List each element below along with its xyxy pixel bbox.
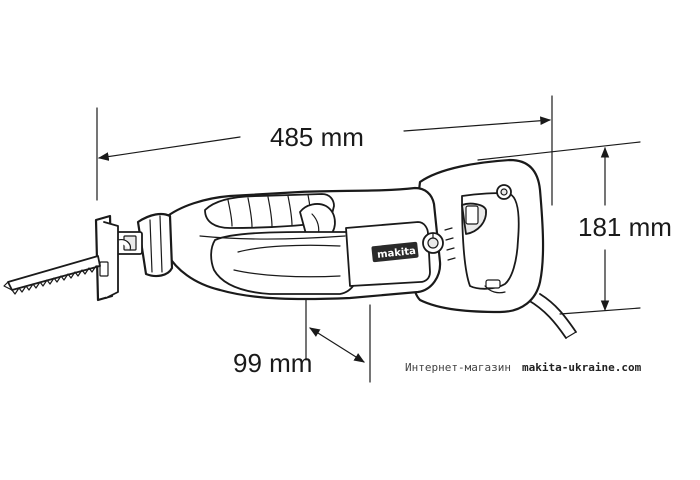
watermark: Интернет-магазин makita-ukraine.com (405, 361, 642, 374)
reciprocating-saw-drawing: makita (3, 158, 577, 339)
dimension-height: 181 mm (477, 141, 672, 315)
length-arrow-left (97, 136, 241, 161)
brand-logo-text: makita (377, 246, 417, 261)
saw-blade (3, 255, 101, 295)
dimension-length: 485 mm (96, 95, 553, 206)
extension-line-top (477, 141, 641, 161)
watermark-shop-label: Интернет-магазин (405, 361, 511, 374)
length-arrow-right (403, 116, 552, 132)
length-label: 485 mm (270, 122, 364, 152)
stroke-arrow (309, 327, 365, 363)
rear-handle (410, 158, 545, 314)
extension-line-bottom (559, 307, 641, 315)
brand-badge: makita (371, 241, 419, 263)
watermark-site: makita-ukraine.com (522, 361, 642, 374)
dimension-stroke: 99 mm (233, 299, 371, 383)
height-label: 181 mm (578, 212, 672, 242)
power-cord (527, 293, 577, 339)
stroke-label: 99 mm (233, 348, 312, 378)
front-assembly (94, 212, 174, 302)
motor-housing: makita (160, 186, 456, 301)
